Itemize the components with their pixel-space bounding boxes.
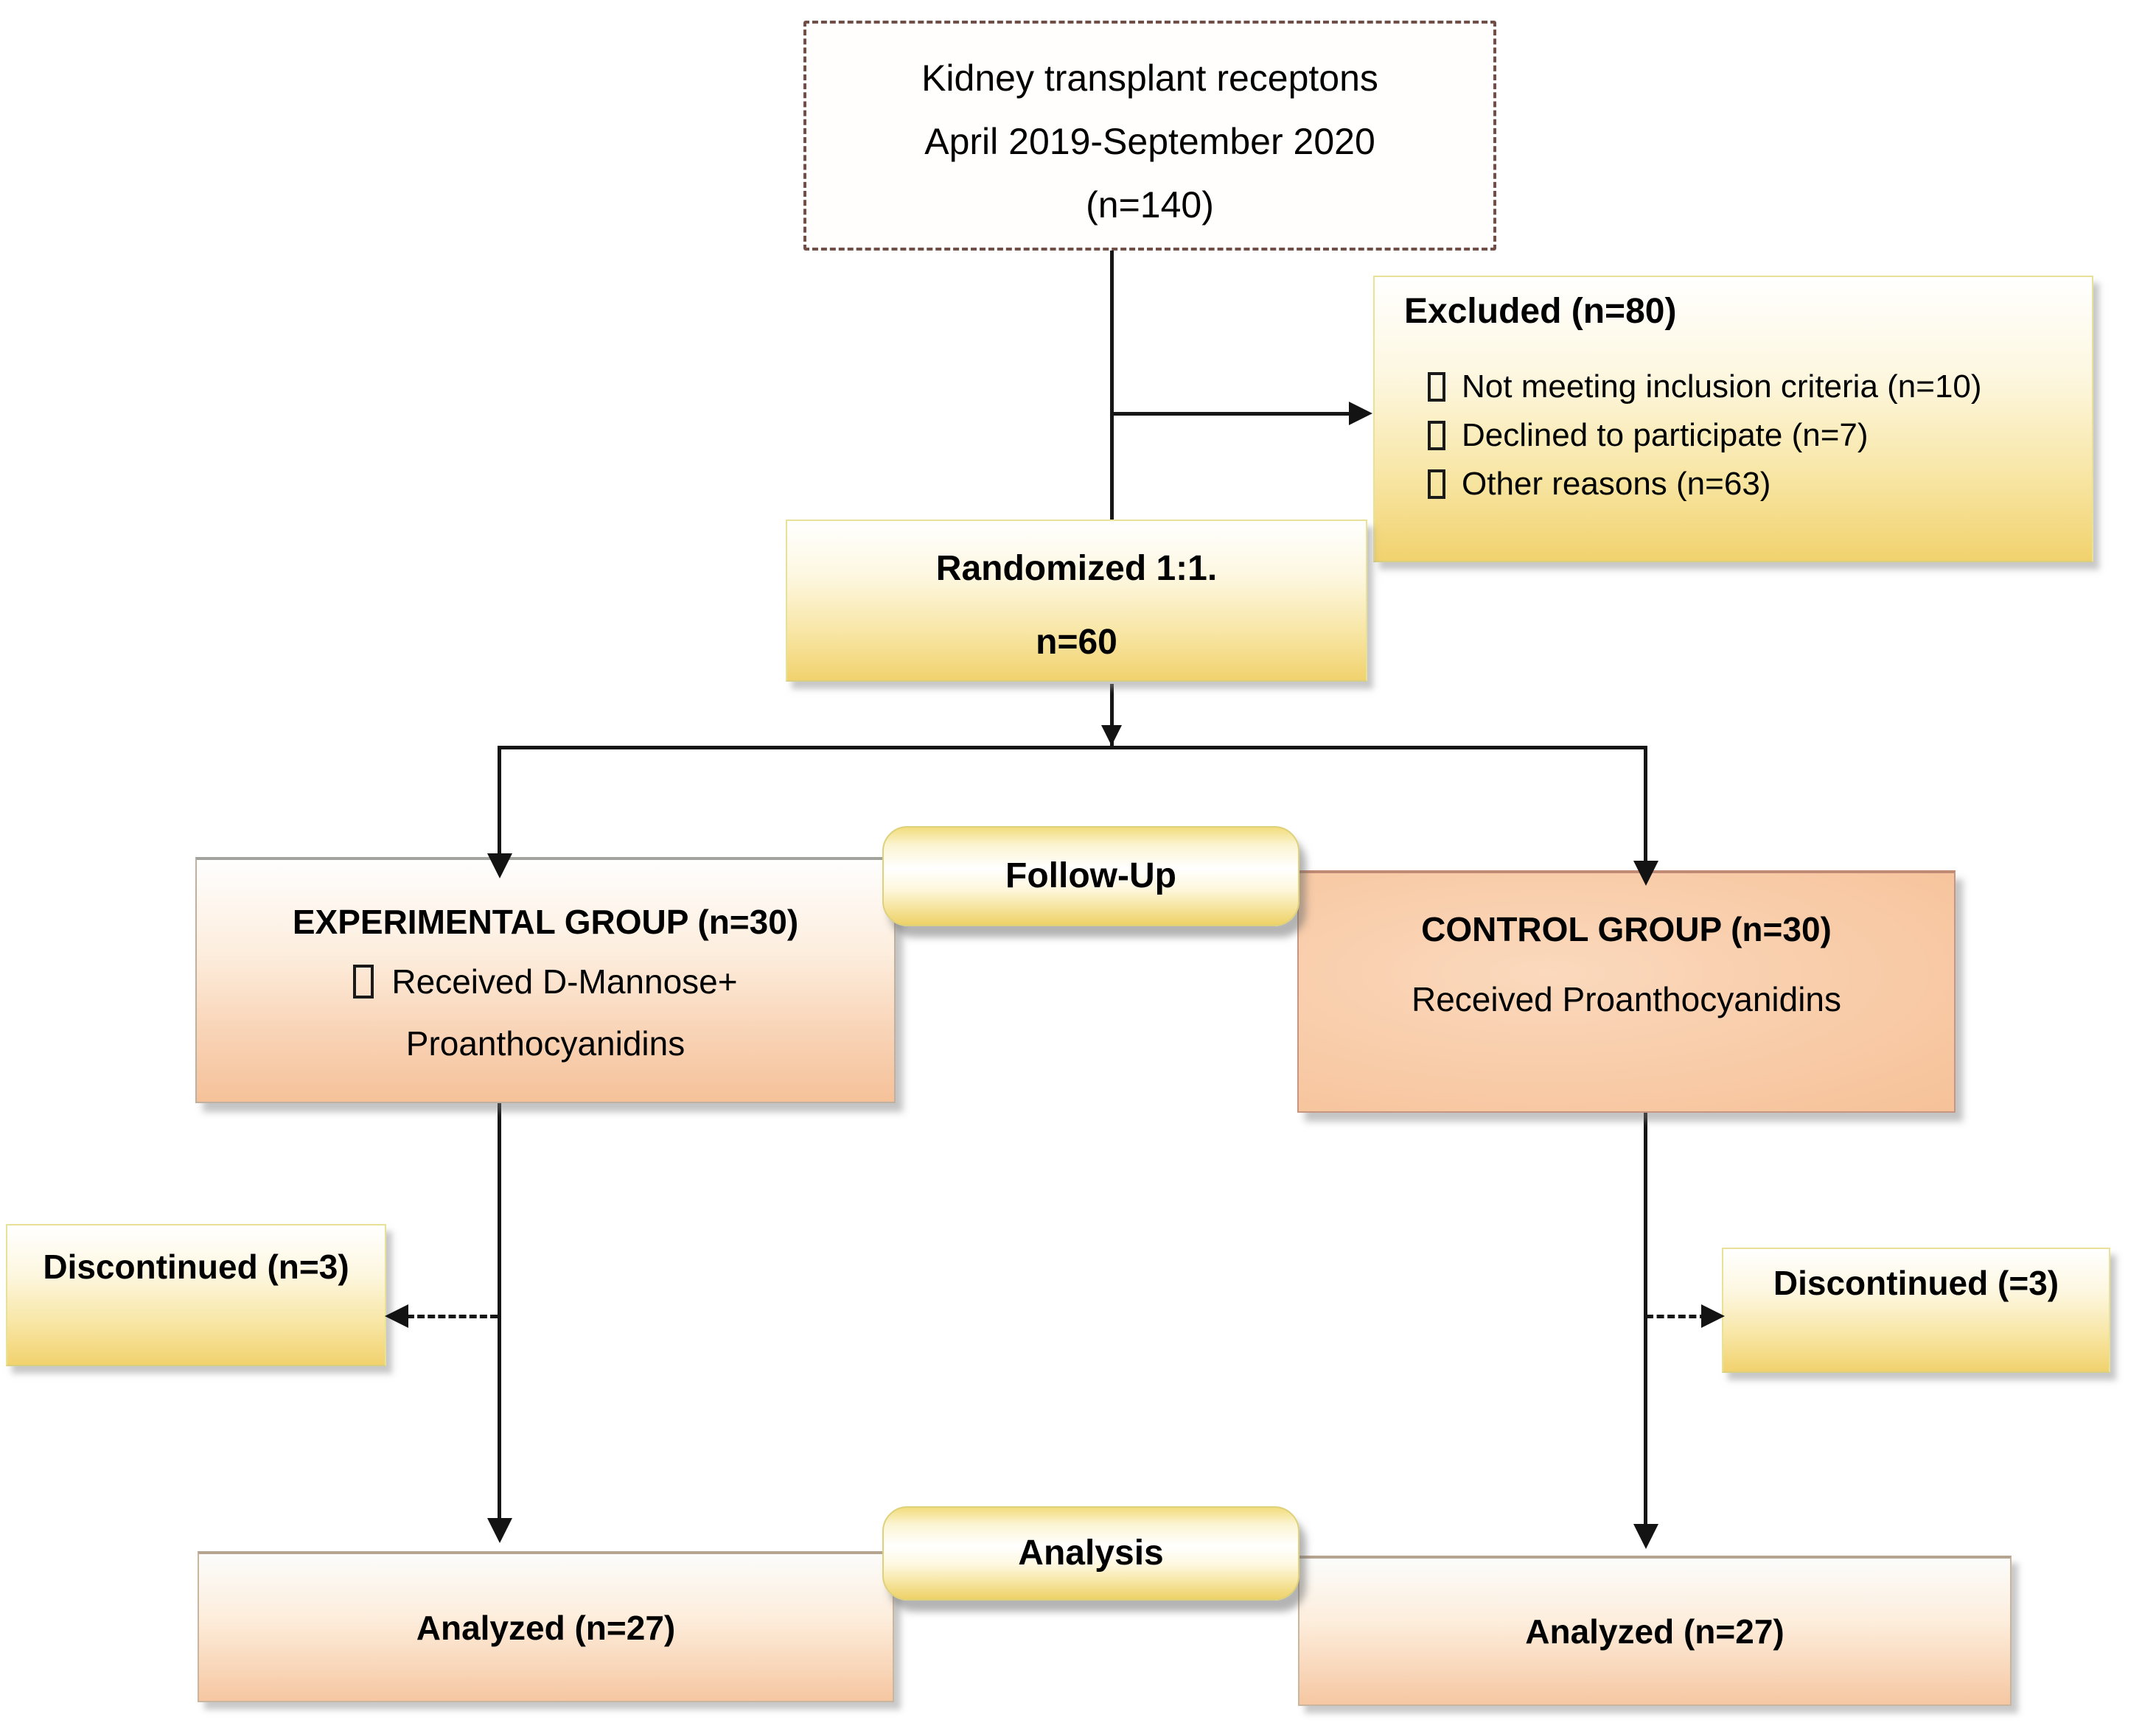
analyzed-left-title: Analyzed (n=27) xyxy=(416,1608,676,1647)
connector-branch-to-experimental xyxy=(498,746,501,856)
arrow-down-icon xyxy=(487,1518,512,1543)
arrow-down-icon xyxy=(487,853,512,878)
missing-glyph-box-icon xyxy=(1428,469,1445,499)
followup-stage-label-text: Follow-Up xyxy=(1005,856,1176,895)
connector-branch-to-control xyxy=(1644,746,1647,864)
connector-experimental-to-analyzed xyxy=(498,1103,501,1520)
control-group-title: CONTROL GROUP (n=30) xyxy=(1421,910,1832,948)
control-group-line1: Received Proanthocyanidins xyxy=(1411,980,1842,1018)
enrollment-line1: Kidney transplant receptons xyxy=(921,57,1378,99)
arrow-down-icon xyxy=(1101,725,1122,746)
dashed-connector-discontinued-left xyxy=(407,1315,498,1318)
discontinued-right-box: Discontinued (=3) xyxy=(1722,1248,2110,1373)
excluded-item-list: Not meeting inclusion criteria (n=10) De… xyxy=(1404,363,2092,508)
discontinued-left-box: Discontinued (n=3) xyxy=(6,1224,386,1366)
experimental-group-line1: Received D-Mannose+ xyxy=(197,962,894,1001)
excluded-box: Excluded (n=80) Not meeting inclusion cr… xyxy=(1373,276,2093,562)
control-group-box: CONTROL GROUP (n=30) Received Proanthocy… xyxy=(1297,870,1956,1113)
followup-stage-label: Follow-Up xyxy=(882,826,1299,926)
enrollment-box: Kidney transplant receptons April 2019-S… xyxy=(803,21,1496,251)
missing-glyph-box-icon xyxy=(1428,421,1445,450)
discontinued-left-title: Discontinued (n=3) xyxy=(43,1248,349,1286)
experimental-group-title: EXPERIMENTAL GROUP (n=30) xyxy=(292,903,799,941)
discontinued-right-title: Discontinued (=3) xyxy=(1773,1264,2059,1302)
arrow-down-icon xyxy=(1633,861,1658,886)
arrow-right-icon xyxy=(1701,1304,1725,1328)
experimental-group-line2: Proanthocyanidins xyxy=(405,1024,685,1063)
analyzed-right-box: Analyzed (n=27) xyxy=(1298,1556,2012,1706)
excluded-title: Excluded (n=80) xyxy=(1404,292,1677,331)
enrollment-line3: (n=140) xyxy=(1086,184,1214,225)
connector-randomized-to-branch xyxy=(1110,684,1114,746)
randomized-line2: n=60 xyxy=(1036,623,1117,662)
enrollment-line2: April 2019-September 2020 xyxy=(924,121,1375,162)
excluded-item-text: Declined to participate (n=7) xyxy=(1462,417,1869,453)
experimental-group-line1-text: Received D-Mannose+ xyxy=(391,962,738,1001)
excluded-item-text: Other reasons (n=63) xyxy=(1462,466,1771,502)
arrow-down-icon xyxy=(1633,1524,1658,1549)
randomized-box: Randomized 1:1. n=60 xyxy=(786,520,1367,682)
connector-to-excluded xyxy=(1110,412,1350,416)
excluded-item: Other reasons (n=63) xyxy=(1428,460,2092,508)
excluded-item: Not meeting inclusion criteria (n=10) xyxy=(1428,363,2092,411)
analysis-stage-label: Analysis xyxy=(882,1506,1299,1601)
missing-glyph-box-icon xyxy=(1428,372,1445,402)
analysis-stage-label-text: Analysis xyxy=(1018,1534,1164,1573)
excluded-item-text: Not meeting inclusion criteria (n=10) xyxy=(1462,368,1982,405)
dashed-connector-discontinued-right xyxy=(1646,1315,1707,1318)
connector-control-to-analyzed xyxy=(1644,1113,1647,1525)
excluded-item: Declined to participate (n=7) xyxy=(1428,411,2092,460)
branch-line xyxy=(498,746,1647,749)
connector-enrollment-to-randomized xyxy=(1110,251,1114,522)
randomized-line1: Randomized 1:1. xyxy=(935,549,1218,588)
arrow-left-icon xyxy=(385,1304,408,1328)
missing-glyph-box-icon xyxy=(353,965,374,999)
analyzed-left-box: Analyzed (n=27) xyxy=(198,1551,894,1702)
arrow-right-icon xyxy=(1349,402,1372,425)
analyzed-right-title: Analyzed (n=27) xyxy=(1525,1612,1785,1651)
experimental-group-box: EXPERIMENTAL GROUP (n=30) Received D-Man… xyxy=(195,857,896,1103)
